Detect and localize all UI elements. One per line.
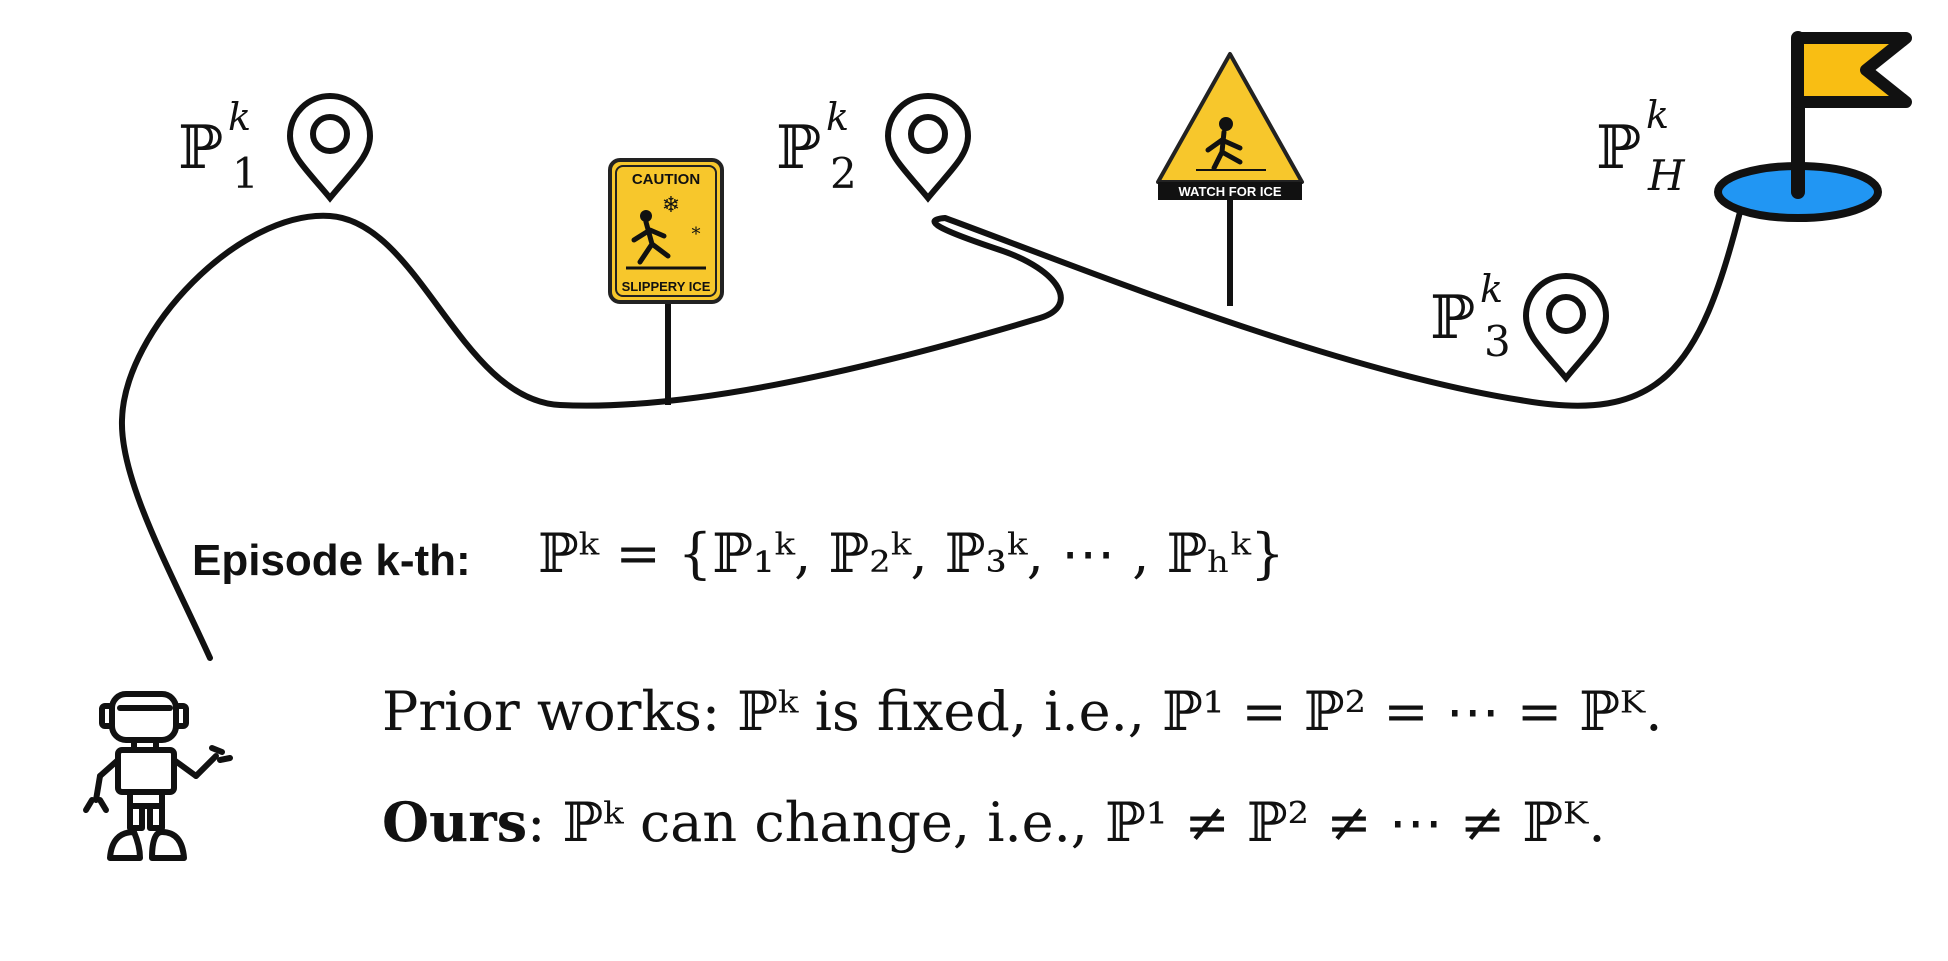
snowflake-icon: ❄ — [662, 193, 680, 218]
caution-sign-bottom-text: SLIPPERY ICE — [622, 279, 711, 294]
marker-p2-sub: 2 — [830, 149, 857, 198]
marker-p2-sup: k — [826, 95, 849, 139]
marker-p1-sup: k — [228, 95, 251, 139]
location-pin-2-icon — [884, 93, 972, 203]
marker-p1-sub: 1 — [232, 149, 259, 198]
snowflake-small-icon: * — [692, 224, 701, 245]
caution-sign-top-text: CAUTION — [632, 171, 700, 188]
ours-text: : ℙᵏ can change, i.e., ℙ¹ ≠ ℙ² ≠ ⋯ ≠ ℙᴷ. — [527, 791, 1606, 854]
episode-label: Episode k-th: — [192, 536, 471, 585]
episode-formula: ℙᵏ = {ℙ₁ᵏ, ℙ₂ᵏ, ℙ₃ᵏ, ⋯ , ℙₕᵏ} — [538, 522, 1285, 585]
marker-p1-label: ℙ — [178, 113, 223, 183]
marker-ph-label: ℙ — [1596, 113, 1641, 183]
marker-ph-sup: k — [1646, 93, 1669, 137]
marker-p3-sub: 3 — [1484, 317, 1511, 366]
watch-sign-text: WATCH FOR ICE — [1178, 184, 1281, 199]
robot-icon — [83, 691, 233, 861]
goal-flag-icon — [1714, 31, 1912, 222]
marker-ph-sub: H — [1647, 151, 1686, 200]
trajectory-path — [118, 209, 1743, 661]
caution-slippery-ice-sign-icon: CAUTION ❄ * SLIPPERY ICE — [608, 158, 724, 405]
marker-p3-label: ℙ — [1430, 283, 1475, 353]
prior-works-statement: Prior works: ℙᵏ is fixed, i.e., ℙ¹ = ℙ² … — [382, 680, 1663, 743]
ours-bold-label: Ours — [382, 790, 528, 854]
location-pin-1-icon — [286, 93, 374, 203]
marker-p2-label: ℙ — [776, 113, 821, 183]
location-pin-3-icon — [1522, 273, 1610, 383]
marker-p3-sup: k — [1480, 267, 1503, 311]
ours-statement: Ours: ℙᵏ can change, i.e., ℙ¹ ≠ ℙ² ≠ ⋯ ≠… — [382, 790, 1606, 854]
watch-for-ice-sign-icon: WATCH FOR ICE — [1156, 52, 1304, 306]
